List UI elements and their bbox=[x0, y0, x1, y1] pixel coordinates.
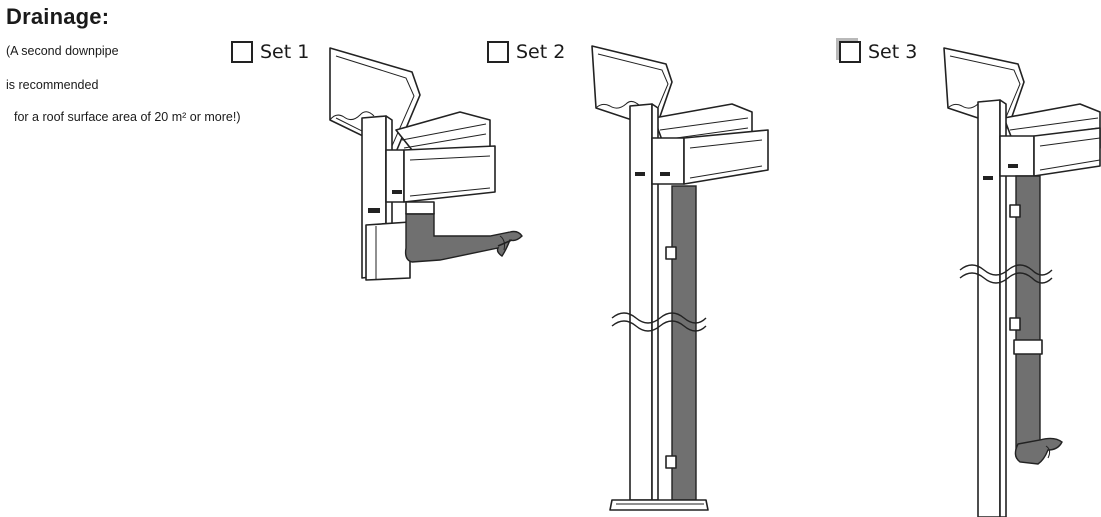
set-1-label: Set 1 bbox=[260, 41, 310, 63]
option-set-2[interactable]: Set 2 bbox=[487, 38, 565, 66]
set-3-illustration bbox=[943, 47, 1101, 517]
set-3-checkbox[interactable] bbox=[839, 41, 861, 63]
note-line-1: (A second downpipe bbox=[6, 44, 119, 58]
set-3-label: Set 3 bbox=[868, 41, 918, 63]
note-line-2: is recommended bbox=[6, 78, 99, 92]
set-1-illustration bbox=[329, 47, 523, 281]
option-set-1[interactable]: Set 1 bbox=[231, 38, 309, 66]
note-line-3: for a roof surface area of 20 m² or more… bbox=[14, 110, 241, 124]
section-title: Drainage: bbox=[6, 4, 110, 29]
set-2-illustration bbox=[591, 45, 769, 511]
set-2-label: Set 2 bbox=[516, 41, 566, 63]
set-2-checkbox[interactable] bbox=[487, 41, 509, 63]
set-1-checkbox[interactable] bbox=[231, 41, 253, 63]
option-set-3[interactable]: Set 3 bbox=[839, 38, 917, 66]
